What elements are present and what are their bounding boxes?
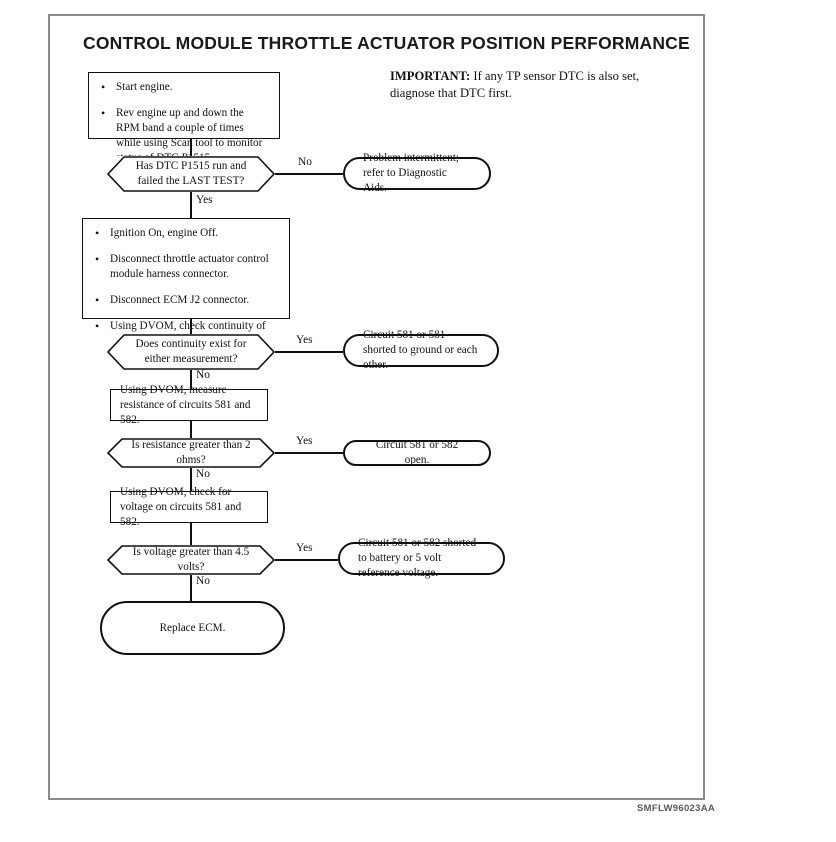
list-item: Disconnect throttle actuator control mod…	[92, 251, 280, 282]
step-check-voltage: Using DVOM, check for voltage on circuit…	[110, 486, 268, 528]
connector-decision4-no	[190, 575, 192, 601]
decision-dtc-ran-failed: Has DTC P1515 run and failed the LAST TE…	[106, 156, 276, 192]
result-circuit-shorted-battery: Circuit 581 or 582 shorted to battery or…	[338, 537, 505, 579]
branch-label-no-4: No	[196, 575, 210, 587]
decision-resistance-2-ohms-label: Is resistance greater than 2 ohms?	[131, 439, 251, 466]
important-note-text: If any TP sensor DTC is also set, diagno…	[390, 69, 640, 100]
result-circuit-open: Circuit 581 or 582 open.	[343, 439, 491, 466]
decision-continuity-exist-label: Does continuity exist for either measure…	[135, 338, 247, 365]
terminal-replace-ecm: Replace ECM.	[100, 601, 285, 655]
page-title: CONTROL MODULE THROTTLE ACTUATOR POSITIO…	[83, 33, 690, 53]
document-reference-code: SMFLW96023AA	[637, 803, 716, 814]
step-check-voltage-label: Using DVOM, check for voltage on circuit…	[120, 485, 242, 528]
connector-decision1-yes	[190, 192, 192, 218]
connector-decision1-no	[275, 173, 343, 175]
hexagon-shape	[106, 438, 276, 468]
connector-decision2-no	[190, 370, 192, 389]
step-continuity-check: Ignition On, engine Off. Disconnect thro…	[82, 218, 290, 362]
result-circuit-shorted-ground-label: Circuit 581 or 581 shorted to ground or …	[363, 329, 478, 371]
connector-decision2-yes	[275, 351, 343, 353]
branch-label-yes-2: Yes	[296, 334, 313, 346]
decision-voltage-4-5-volts: Is voltage greater than 4.5 volts?	[106, 545, 276, 575]
step-measure-resistance-label: Using DVOM, measure resistance of circui…	[120, 383, 251, 426]
hexagon-shape	[106, 334, 276, 370]
branch-label-no-2: No	[196, 369, 210, 381]
hexagon-shape	[106, 156, 276, 192]
result-problem-intermittent: Problem intermittent; refer to Diagnosti…	[343, 152, 491, 194]
decision-resistance-2-ohms: Is resistance greater than 2 ohms?	[106, 438, 276, 468]
connector-step3-decision3	[190, 421, 192, 438]
step-measure-resistance: Using DVOM, measure resistance of circui…	[110, 384, 268, 426]
result-problem-intermittent-label: Problem intermittent; refer to Diagnosti…	[363, 152, 460, 194]
connector-decision4-yes	[275, 559, 338, 561]
connector-step2-decision2	[190, 319, 192, 334]
list-item: Disconnect ECM J2 connector.	[92, 292, 280, 308]
connector-decision3-yes	[275, 452, 343, 454]
page-border	[48, 14, 705, 800]
connector-decision3-no	[190, 468, 192, 491]
list-item: Ignition On, engine Off.	[92, 225, 280, 241]
result-circuit-shorted-ground: Circuit 581 or 581 shorted to ground or …	[343, 329, 499, 371]
list-item: Start engine.	[98, 79, 270, 95]
result-circuit-shorted-battery-label: Circuit 581 or 582 shorted to battery or…	[358, 537, 477, 579]
branch-label-no-1: No	[298, 156, 312, 168]
result-circuit-open-label: Circuit 581 or 582 open.	[375, 439, 459, 466]
hexagon-shape	[106, 545, 276, 575]
branch-label-yes-3: Yes	[296, 435, 313, 447]
important-note: IMPORTANT: If any TP sensor DTC is also …	[390, 68, 640, 101]
decision-voltage-4-5-volts-label: Is voltage greater than 4.5 volts?	[132, 546, 250, 573]
decision-dtc-ran-failed-label: Has DTC P1515 run and failed the LAST TE…	[135, 160, 247, 187]
connector-step4-decision4	[190, 523, 192, 545]
important-note-lead: IMPORTANT:	[390, 69, 471, 83]
step-start-engine-list: Start engine. Rev engine up and down the…	[98, 79, 270, 166]
branch-label-no-3: No	[196, 468, 210, 480]
decision-continuity-exist: Does continuity exist for either measure…	[106, 334, 276, 370]
connector-step1-decision1	[190, 139, 192, 156]
branch-label-yes-4: Yes	[296, 542, 313, 554]
step-start-engine: Start engine. Rev engine up and down the…	[88, 72, 280, 164]
terminal-replace-ecm-label: Replace ECM.	[159, 621, 226, 634]
branch-label-yes-1: Yes	[196, 194, 213, 206]
